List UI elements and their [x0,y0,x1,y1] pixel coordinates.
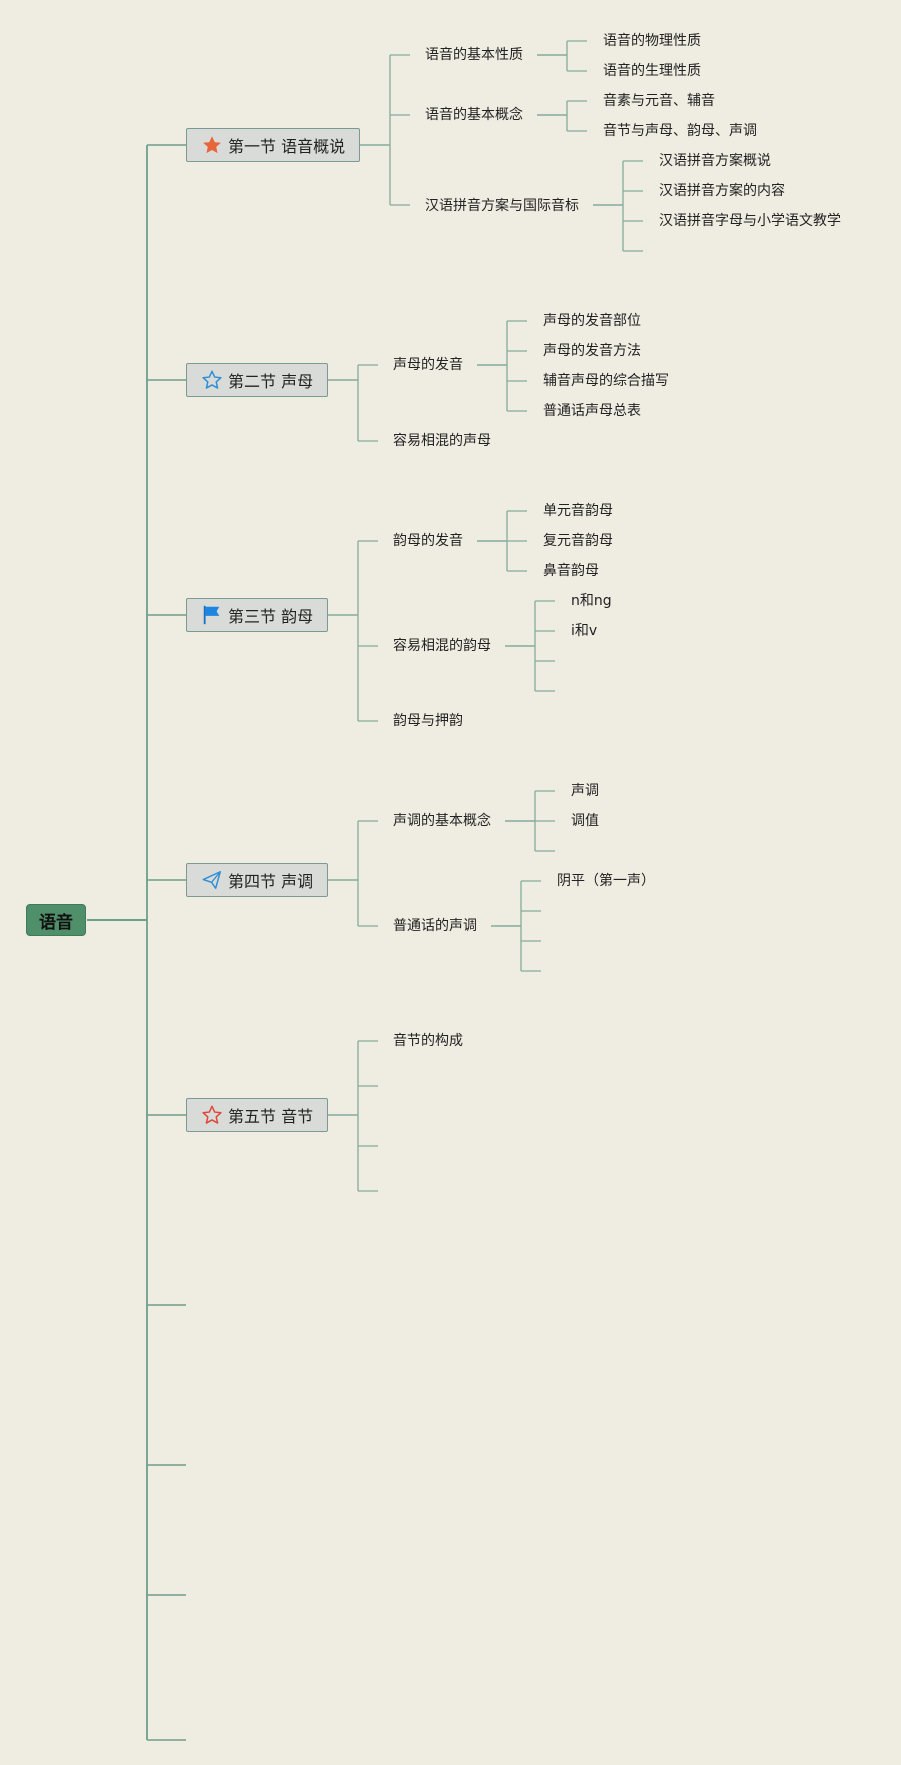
leaf-label[interactable]: 鼻音韵母 [543,563,599,579]
section-node-1[interactable]: 第一节 语音概说 [186,128,360,162]
topic-label[interactable]: 声调的基本概念 [393,813,491,829]
star-filled-orange-icon [201,134,223,156]
leaf-label[interactable]: 声调 [571,783,599,799]
topic-label[interactable]: 汉语拼音方案与国际音标 [425,198,579,214]
flag-blue-icon [201,604,223,626]
topic-label[interactable]: 声母的发音 [393,357,463,373]
section-node-4[interactable]: 第四节 声调 [186,863,328,897]
section-label-4: 第四节 声调 [228,872,314,891]
leaf-label[interactable]: 语音的生理性质 [603,63,701,79]
leaf-label[interactable]: 汉语拼音方案的内容 [659,183,785,199]
section-node-3[interactable]: 第三节 韵母 [186,598,328,632]
topic-label[interactable]: 语音的基本性质 [425,47,523,63]
root-node-label: 语音 [39,912,73,933]
section-node-2[interactable]: 第二节 声母 [186,363,328,397]
root-node[interactable]: 语音 [26,904,86,936]
section-node-5[interactable]: 第五节 音节 [186,1098,328,1132]
section-label-3: 第三节 韵母 [228,607,314,626]
section-label-1: 第一节 语音概说 [228,137,346,156]
leaf-label[interactable]: 音节与声母、韵母、声调 [603,123,757,139]
leaf-label[interactable]: 声母的发音方法 [543,343,641,359]
leaf-label[interactable]: 调值 [571,813,599,829]
leaf-label[interactable]: 语音的物理性质 [603,33,701,49]
topic-label[interactable]: 语音的基本概念 [425,107,523,123]
topic-label[interactable]: 容易相混的声母 [393,433,491,449]
leaf-label[interactable]: 汉语拼音字母与小学语文教学 [659,213,841,229]
leaf-label[interactable]: i和v [571,623,598,639]
topic-label[interactable]: 容易相混的韵母 [393,638,491,654]
leaf-label[interactable]: n和ng [571,593,612,609]
topic-label[interactable]: 韵母与押韵 [393,713,463,729]
leaf-label[interactable]: 声母的发音部位 [543,313,641,329]
section-label-2: 第二节 声母 [228,372,314,391]
leaf-label[interactable]: 复元音韵母 [543,533,613,549]
leaf-label[interactable]: 汉语拼音方案概说 [659,153,771,169]
leaf-label[interactable]: 阴平（第一声） [557,873,655,889]
leaf-label[interactable]: 音素与元音、辅音 [603,93,715,109]
leaf-label[interactable]: 辅音声母的综合描写 [543,373,669,389]
paper-plane-icon [201,869,223,891]
star-outline-blue-icon [201,369,223,391]
topic-label[interactable]: 韵母的发音 [393,533,463,549]
star-outline-red-icon [201,1104,223,1126]
leaf-label[interactable]: 单元音韵母 [543,503,613,519]
topic-label[interactable]: 音节的构成 [393,1033,463,1049]
section-label-5: 第五节 音节 [228,1107,314,1126]
topic-label[interactable]: 普通话的声调 [393,918,477,934]
leaf-label[interactable]: 普通话声母总表 [543,403,641,419]
